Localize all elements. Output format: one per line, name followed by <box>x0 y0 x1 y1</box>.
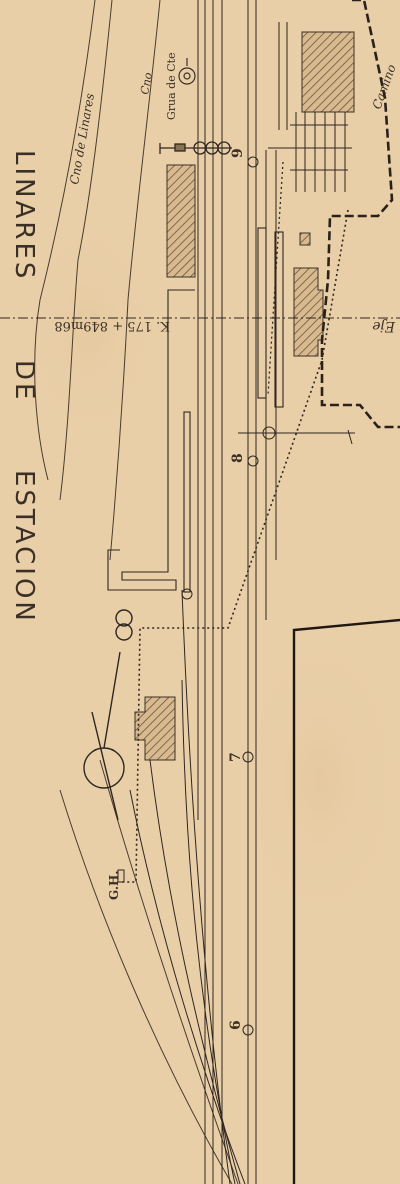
warehouse-building <box>301 31 355 113</box>
small-shed <box>299 232 311 246</box>
signal-number-6: 6 <box>228 1020 244 1030</box>
grua-label: Grua de Cte <box>165 52 178 120</box>
water-crane-icon <box>178 58 196 85</box>
dotted-line <box>122 209 349 883</box>
signal-number-9: 9 <box>230 148 246 158</box>
sidings <box>268 22 352 192</box>
property-line <box>292 618 400 1184</box>
paper-stain <box>20 210 160 450</box>
road-label-cno: Cno <box>138 71 155 95</box>
title-estacion: ESTACION <box>9 470 39 624</box>
turntable-icon <box>83 651 125 821</box>
roads <box>34 0 239 1184</box>
signal-number-8: 8 <box>230 453 246 463</box>
gh-marker <box>117 869 125 883</box>
property-boundary <box>320 0 400 429</box>
gh-label: G.H. <box>107 870 121 900</box>
station-building <box>166 164 196 278</box>
dotted-line-upper <box>267 161 284 396</box>
eje-label: Eje <box>372 318 396 334</box>
double-circle-icon <box>115 609 133 641</box>
signal-cluster-icon <box>159 141 232 155</box>
signal-posts <box>181 156 355 1036</box>
paper-stain <box>230 620 400 940</box>
title-linares: LINARES <box>9 150 39 281</box>
signal-number-7: 7 <box>228 752 244 762</box>
title-block: LINARES DE ESTACION <box>9 150 39 624</box>
title-de: DE <box>9 360 39 402</box>
platforms <box>107 227 284 593</box>
axis-km-label: K. 175 + 849m68 <box>54 318 170 333</box>
crossing-post <box>347 429 353 445</box>
lamp-house <box>134 696 176 761</box>
